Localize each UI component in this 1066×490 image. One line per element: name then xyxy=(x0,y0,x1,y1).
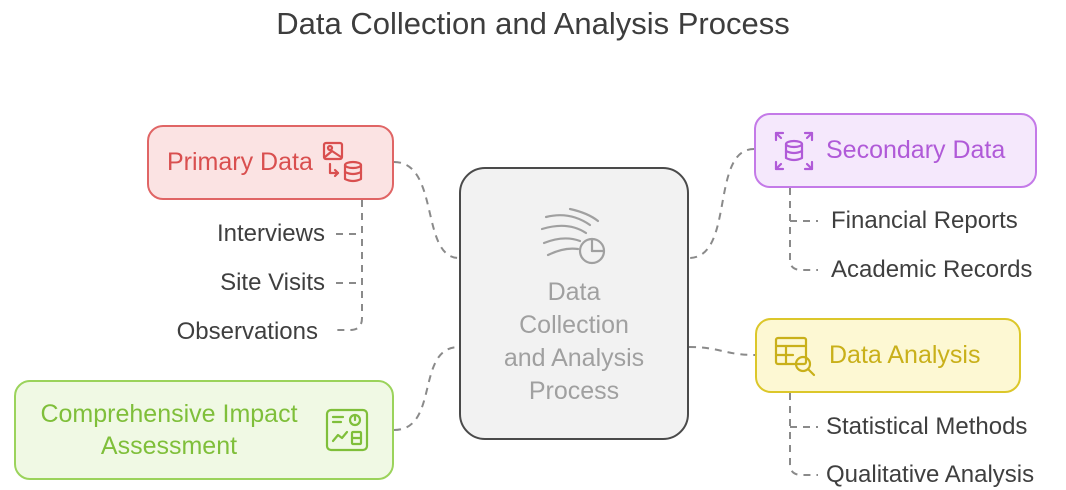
secondary-data-label: Secondary Data xyxy=(826,136,1006,164)
center-process-text: Data Collection and Analysis Process xyxy=(503,278,645,405)
center-process-label: Data Collection and Analysis Process xyxy=(461,276,687,408)
primary-data-box: Primary Data xyxy=(147,125,394,200)
secondary-child-academic-records: Academic Records xyxy=(831,256,1033,283)
primary-child-interviews: Interviews xyxy=(216,220,325,247)
image-to-database-icon xyxy=(322,141,362,182)
connector-analysis-trunk xyxy=(789,393,818,476)
connector-primary-trunk xyxy=(336,200,363,331)
dashboard-icon xyxy=(325,408,369,452)
database-scan-icon xyxy=(774,131,814,170)
primary-child-observations: Observations xyxy=(176,318,318,345)
analysis-child-statistical-methods: Statistical Methods xyxy=(826,413,1028,440)
primary-data-label: Primary Data xyxy=(167,148,313,176)
connector-secondary-trunk xyxy=(789,188,818,271)
connector-secondary-center xyxy=(688,148,755,259)
primary-child-site-visits: Site Visits xyxy=(220,269,325,296)
data-analysis-label: Data Analysis xyxy=(829,341,981,369)
impact-assessment-label: Comprehensive Impact Assessment xyxy=(40,400,298,460)
secondary-child-financial-reports: Financial Reports xyxy=(831,207,1018,234)
impact-assessment-box: Comprehensive Impact Assessment xyxy=(14,380,394,480)
connector-analysis-center xyxy=(688,346,756,356)
table-search-icon xyxy=(774,336,816,376)
data-analysis-box: Data Analysis xyxy=(755,318,1021,393)
diagram-title: Data Collection and Analysis Process xyxy=(276,6,790,41)
center-process-box: Data Collection and Analysis Process xyxy=(459,167,689,440)
connector-primary-center xyxy=(393,161,460,259)
connector-impact-center xyxy=(393,346,460,431)
data-flow-chart-icon xyxy=(540,207,606,265)
secondary-data-box: Secondary Data xyxy=(754,113,1037,188)
analysis-child-qualitative-analysis: Qualitative Analysis xyxy=(826,461,1035,488)
